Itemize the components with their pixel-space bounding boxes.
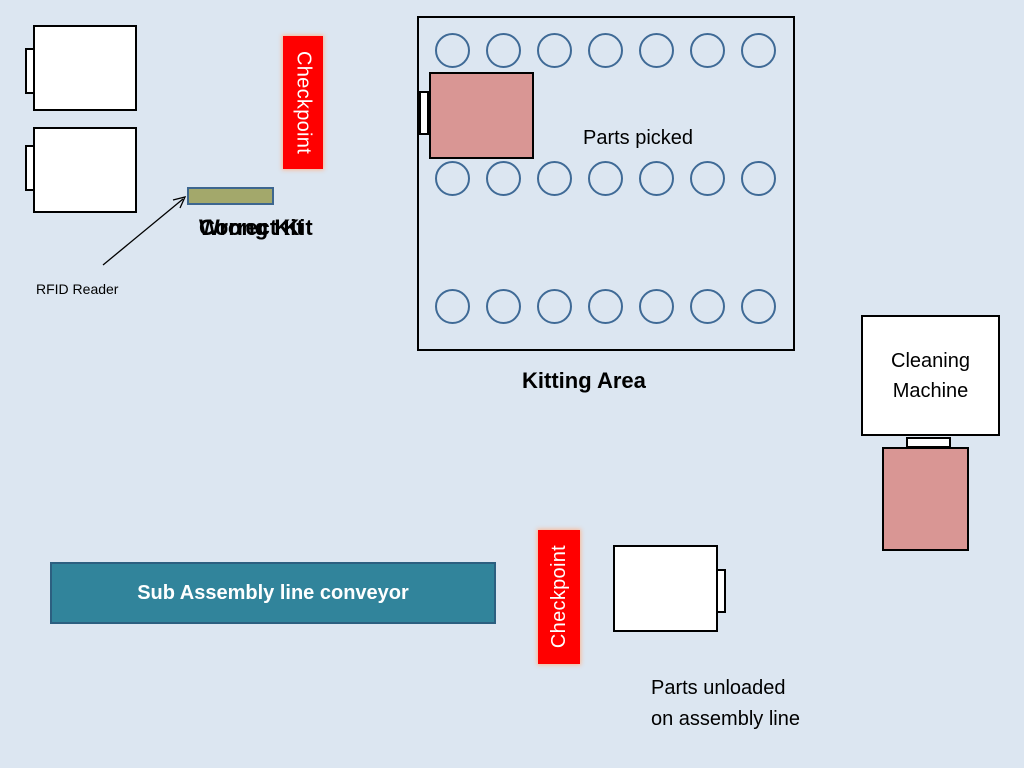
part-slot <box>537 289 572 324</box>
part-slot <box>639 289 674 324</box>
cart-bottom <box>613 545 718 632</box>
kit-status-label-correct: Correct Kit <box>199 215 313 240</box>
part-slot <box>741 33 776 68</box>
part-slot <box>537 161 572 196</box>
part-slot <box>435 289 470 324</box>
cleaning-machine-label-line1: Cleaning <box>891 349 970 372</box>
checkpoint-top: Checkpoint <box>283 36 323 169</box>
cart-handle <box>25 145 35 191</box>
cart-handle <box>25 48 35 94</box>
rfid-reader <box>187 187 274 205</box>
conveyor-label: Sub Assembly line conveyor <box>137 581 409 604</box>
kitting-area-label: Kitting Area <box>522 368 646 393</box>
part-slot <box>639 33 674 68</box>
checkpoint-bottom: Checkpoint <box>538 530 580 664</box>
kit-cart-cleaning <box>882 447 969 551</box>
checkpoint-top-label: Checkpoint <box>292 50 315 155</box>
kit-cart-kitting <box>429 72 534 159</box>
cleaning-machine: Cleaning Machine <box>861 315 1000 436</box>
parts-unloaded-label: Parts unloaded on assembly line <box>651 673 800 735</box>
part-slot <box>690 33 725 68</box>
part-slot <box>435 161 470 196</box>
part-slot <box>588 33 623 68</box>
cart-top-left-1 <box>33 25 137 111</box>
part-slot <box>741 289 776 324</box>
parts-unloaded-line2: on assembly line <box>651 708 800 730</box>
parts-unloaded-line1: Parts unloaded <box>651 677 786 699</box>
rfid-reader-label: RFID Reader <box>36 281 119 297</box>
part-slot <box>486 161 521 196</box>
part-slot <box>741 161 776 196</box>
parts-picked-label: Parts picked <box>583 127 694 149</box>
kit-status-label-wrong: Wrong Kit <box>199 215 304 240</box>
part-slot <box>435 33 470 68</box>
cleaning-machine-label-line2: Machine <box>892 379 969 402</box>
cart-top-left-2 <box>33 127 137 213</box>
cart-handle <box>419 91 429 135</box>
checkpoint-bottom-label: Checkpoint <box>547 545 570 649</box>
part-slot <box>588 161 623 196</box>
cart-handle <box>716 569 726 613</box>
part-slot <box>690 289 725 324</box>
part-slot <box>486 33 521 68</box>
part-slot <box>537 33 572 68</box>
part-slot <box>690 161 725 196</box>
kitting-area <box>417 16 795 351</box>
part-slot <box>486 289 521 324</box>
sub-assembly-conveyor: Sub Assembly line conveyor <box>50 562 496 624</box>
part-slot <box>588 289 623 324</box>
part-slot <box>639 161 674 196</box>
